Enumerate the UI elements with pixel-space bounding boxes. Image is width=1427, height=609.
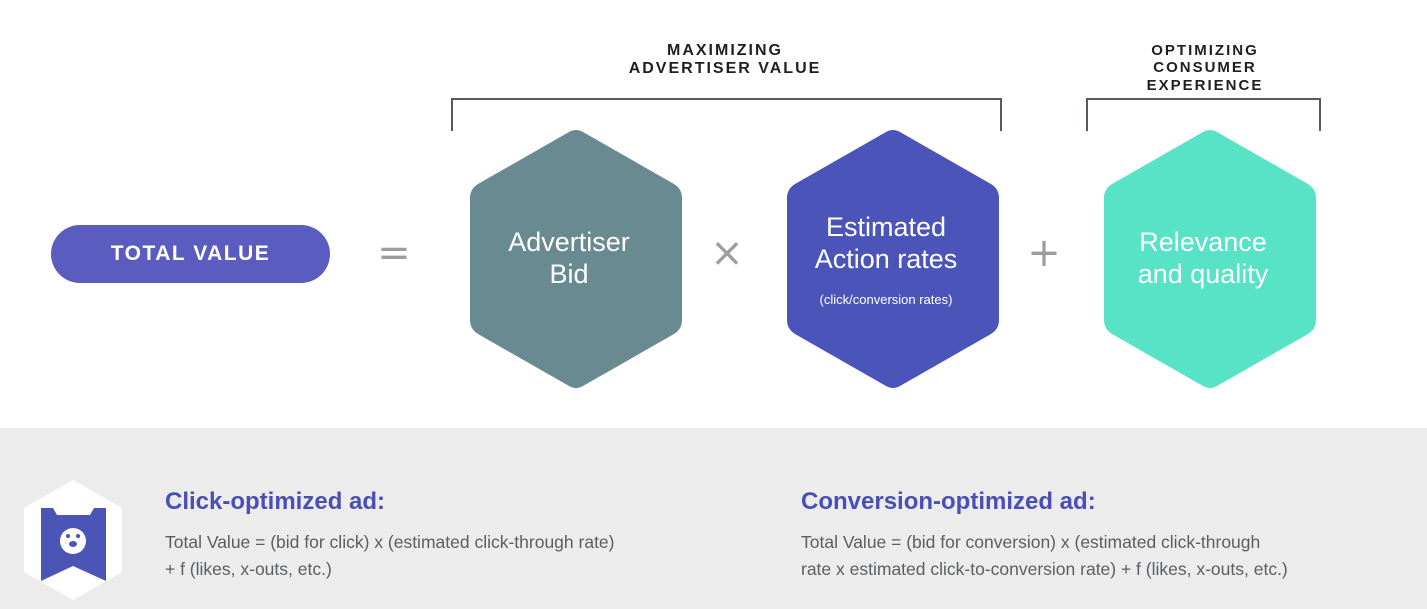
hexagon-line: Estimated: [825, 212, 947, 242]
total-value-pill: TOTAL VALUE: [51, 225, 330, 283]
hexagon-advertiser-bid: Advertiser Bid: [452, 126, 686, 392]
formula-line: rate x estimated click-to-conversion rat…: [801, 559, 1288, 579]
heading-line: ADVERTISER VALUE: [628, 60, 822, 78]
hexagon-line: Relevance: [1139, 227, 1267, 257]
heading-line: EXPERIENCE: [1146, 76, 1264, 94]
bear-icon: [21, 478, 126, 603]
conversion-ad-formula: Total Value = (bid for conversion) x (es…: [801, 529, 1288, 583]
click-ad-formula: Total Value = (bid for click) x (estimat…: [165, 529, 615, 583]
hexagon-shape: [1104, 130, 1316, 388]
conversion-ad-title: Conversion-optimized ad:: [801, 488, 1096, 515]
heading-line: CONSUMER: [1153, 59, 1257, 77]
heading-consumer-experience: OPTIMIZING CONSUMER EXPERIENCE: [1080, 42, 1330, 94]
equals-sign: =: [377, 230, 411, 276]
formula-line: Total Value = (bid for click) x (estimat…: [165, 532, 615, 552]
heading-line: OPTIMIZING: [1151, 42, 1259, 59]
hexagon-line: Bid: [549, 259, 589, 289]
heading-line: MAXIMIZING: [667, 42, 783, 59]
hexagon-relevance-quality: Relevance and quality: [1086, 126, 1320, 392]
hexagon-label: Advertiser Bid: [452, 226, 686, 290]
hexagon-line: and quality: [1137, 259, 1269, 289]
click-ad-title: Click-optimized ad:: [165, 488, 386, 515]
examples-panel: [0, 428, 1427, 609]
hexagon-sublabel: (click/conversion rates): [819, 292, 953, 307]
plus-sign: +: [1027, 230, 1061, 276]
hexagon-label: Relevance and quality: [1086, 226, 1320, 290]
heading-advertiser-value: MAXIMIZING ADVERTISER VALUE: [560, 42, 890, 79]
hexagon-shape: [787, 130, 999, 388]
formula-line: + f (likes, x-outs, etc.): [165, 559, 332, 579]
hexagon-label: Estimated Action rates: [769, 211, 1003, 275]
hexagon-action-rates: Estimated Action rates (click/conversion…: [769, 126, 1003, 392]
multiply-sign: ×: [710, 230, 744, 276]
hexagon-line: Advertiser: [508, 227, 630, 257]
hexagon-shape: [470, 130, 682, 388]
bracket-consumer: [1086, 98, 1321, 131]
bracket-advertiser: [451, 98, 1002, 131]
total-value-label: TOTAL VALUE: [110, 242, 271, 265]
hexagon-line: Action rates: [814, 244, 958, 274]
formula-line: Total Value = (bid for conversion) x (es…: [801, 532, 1261, 552]
